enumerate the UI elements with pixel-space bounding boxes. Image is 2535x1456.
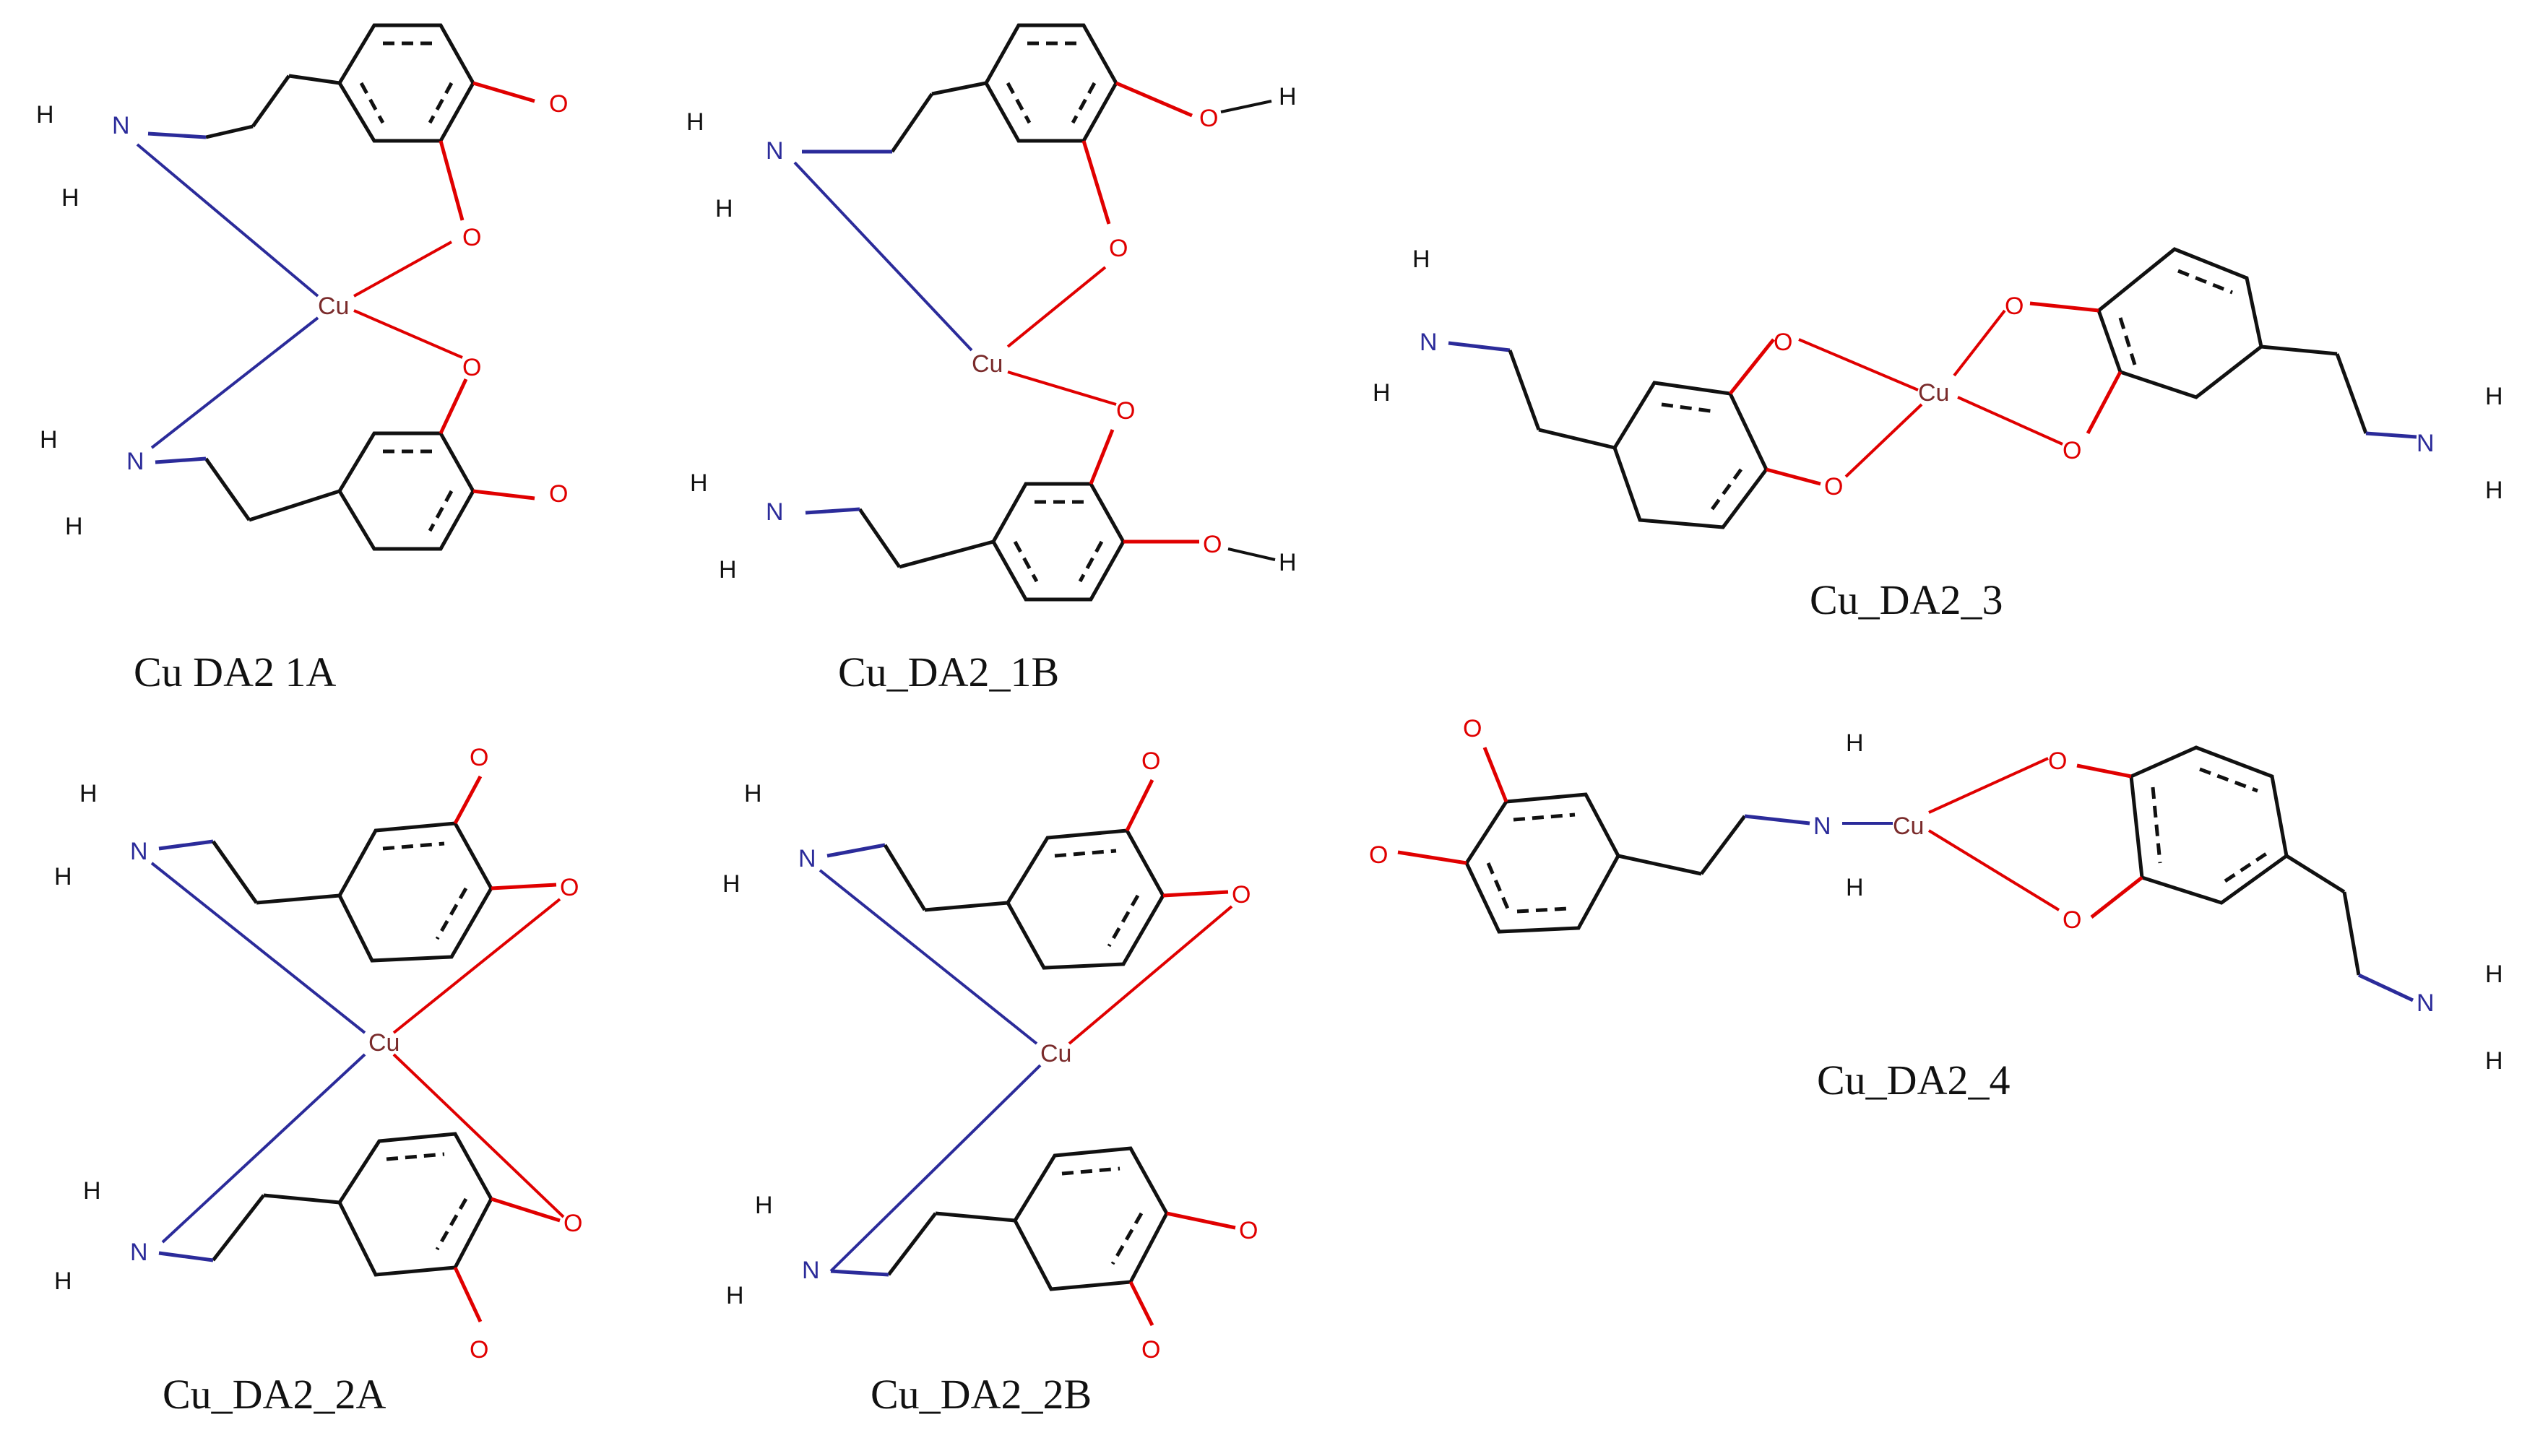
hydrogen-atom: H: [744, 780, 762, 807]
copper-atom: Cu: [1893, 812, 1924, 840]
hydrogen-atom: H: [54, 863, 72, 890]
panel-2B: H N H O O Cu O O N H H Cu_DA2: [722, 748, 1258, 1418]
oxygen-atom: O: [563, 1210, 582, 1237]
oxygen-atom: O: [1203, 531, 1222, 558]
hydrogen-atom: H: [40, 426, 58, 454]
top-benzene-ring: [337, 23, 475, 143]
nitrogen-atom: N: [2417, 989, 2435, 1017]
hydrogen-atom: H: [65, 513, 83, 540]
hydrogen-atom: H: [690, 469, 708, 497]
oxygen-atom: O: [1199, 105, 1218, 132]
oxygen-atom: O: [1774, 329, 1792, 356]
oxygen-atom: O: [1463, 715, 1482, 742]
nitrogen-atom: N: [798, 845, 816, 872]
copper-atom: Cu: [1918, 379, 1949, 407]
bottom-benzene-ring: [991, 482, 1126, 602]
caption-1B: Cu_DA2_1B: [838, 649, 1059, 696]
copper-atom: Cu: [318, 292, 349, 320]
hydrogen-atom: H: [2485, 477, 2503, 504]
caption-3: Cu_DA2_3: [1810, 576, 2003, 623]
hydrogen-atom: H: [36, 101, 54, 129]
nitrogen-atom: N: [2417, 430, 2435, 457]
hydrogen-atom: H: [83, 1177, 101, 1205]
hydrogen-atom: H: [715, 195, 733, 222]
caption-1A: Cu DA2 1A: [134, 649, 336, 696]
oxygen-atom: O: [2063, 906, 2081, 934]
nitrogen-atom: N: [1813, 812, 1831, 840]
nitrogen-atom: N: [126, 448, 144, 475]
oxygen-atom: O: [462, 354, 481, 381]
left-benzene-ring: [1464, 792, 1620, 934]
copper-atom: Cu: [1040, 1040, 1071, 1067]
lower-benzene-ring: [1013, 1146, 1169, 1291]
copper-atom: Cu: [972, 350, 1003, 378]
oxygen-atom: O: [1369, 841, 1388, 869]
hydrogen-atom: H: [79, 780, 98, 807]
upper-benzene-ring: [337, 821, 493, 963]
panel-1A: N H H O O Cu O N H H O Cu DA2 1A: [36, 23, 568, 696]
nitrogen-atom: N: [766, 498, 784, 526]
oxygen-atom: O: [470, 744, 488, 771]
panel-2A: H N H O O Cu O O N H H C: [54, 744, 582, 1418]
lower-benzene-ring: [337, 1132, 493, 1277]
hydrogen-atom: H: [686, 108, 704, 136]
oxygen-atom: O: [2063, 437, 2081, 464]
hydrogen-atom: H: [1846, 729, 1864, 757]
oxygen-atom: O: [560, 874, 579, 901]
hydrogen-atom: H: [54, 1268, 72, 1295]
left-benzene-ring: [1612, 381, 1769, 529]
hydrogen-atom: H: [1412, 246, 1430, 273]
hydrogen-atom: H: [722, 870, 740, 898]
nitrogen-atom: N: [112, 112, 130, 139]
panel-4: O O N H H Cu O O N H: [1369, 715, 2503, 1104]
hydrogen-atom: H: [2485, 383, 2503, 410]
oxygen-atom: O: [1824, 473, 1843, 500]
hydrogen-atom: H: [2485, 961, 2503, 988]
right-benzene-ring: [2096, 247, 2263, 399]
nitrogen-atom: N: [1420, 329, 1438, 356]
hydrogen-atom: H: [2485, 1047, 2503, 1075]
nitrogen-atom: N: [130, 838, 148, 865]
oxygen-atom: O: [549, 480, 568, 508]
panel-1B: N H H O H O Cu O O H N H H Cu_DA2_1B: [686, 23, 1297, 696]
right-benzene-ring: [2129, 745, 2289, 905]
oxygen-atom: O: [2048, 748, 2067, 775]
oxygen-atom: O: [462, 224, 481, 251]
oxygen-atom: O: [1116, 397, 1135, 425]
oxygen-atom: O: [1109, 235, 1128, 262]
nitrogen-atom: N: [802, 1257, 820, 1284]
oxygen-atom: O: [2005, 292, 2024, 320]
oxygen-atom: O: [1141, 748, 1160, 775]
hydrogen-atom: H: [1279, 83, 1297, 110]
oxygen-atom: O: [549, 90, 568, 118]
hydrogen-atom: H: [1846, 874, 1864, 901]
hydrogen-atom: H: [1373, 379, 1391, 407]
caption-2B: Cu_DA2_2B: [871, 1371, 1092, 1418]
hydrogen-atom: H: [61, 184, 79, 212]
nitrogen-atom: N: [766, 137, 784, 165]
bottom-benzene-ring: [337, 431, 475, 551]
upper-benzene-ring: [1006, 828, 1165, 970]
oxygen-atom: O: [470, 1336, 488, 1364]
oxygen-atom: O: [1239, 1217, 1258, 1244]
top-benzene-ring: [984, 23, 1118, 143]
hydrogen-atom: H: [726, 1282, 744, 1309]
caption-4: Cu_DA2_4: [1817, 1057, 2010, 1104]
caption-2A: Cu_DA2_2A: [163, 1371, 386, 1418]
panel-3: H N H O O Cu O O N H H C: [1373, 246, 2503, 623]
hydrogen-atom: H: [1279, 549, 1297, 576]
hydrogen-atom: H: [719, 556, 737, 584]
oxygen-atom: O: [1141, 1336, 1160, 1364]
nitrogen-atom: N: [130, 1239, 148, 1266]
hydrogen-atom: H: [755, 1192, 773, 1219]
oxygen-atom: O: [1232, 881, 1251, 909]
